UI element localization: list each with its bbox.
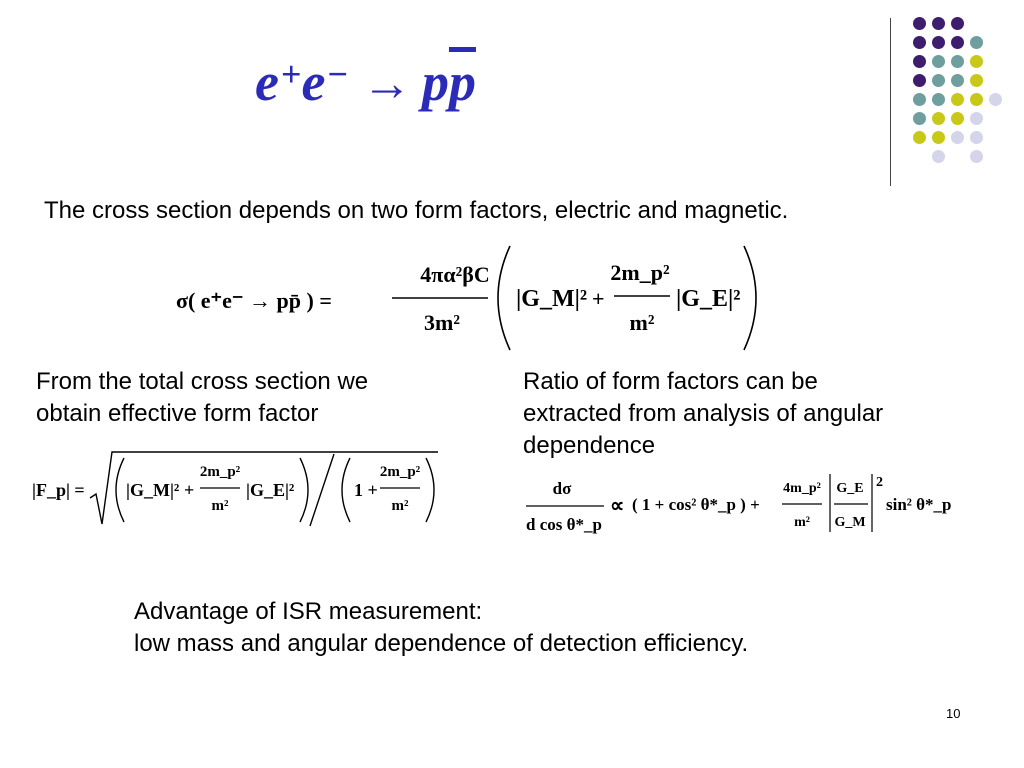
- bottom-text-line: low mass and angular dependence of detec…: [134, 630, 749, 657]
- decorative-dot: [932, 131, 945, 144]
- decorative-dot: [951, 112, 964, 125]
- sigma-denominator: 3m²: [424, 310, 460, 335]
- slide-title-formula: e+e−→pp: [255, 52, 476, 112]
- decorative-dot-grid: [0, 0, 1024, 200]
- fp-ge-term: |G_E|²: [246, 480, 294, 500]
- decorative-dot: [932, 55, 945, 68]
- decorative-dot: [932, 112, 945, 125]
- decorative-dot: [970, 150, 983, 163]
- angular-coef-denominator: m²: [794, 515, 810, 530]
- angular-formula: dσ d cos θ*_p ∝ ( 1 + cos² θ*_p ) + 4m_p…: [526, 474, 951, 534]
- angular-ratio-numerator: G_E: [836, 481, 863, 496]
- decorative-dot: [951, 17, 964, 30]
- angular-term1: ( 1 + cos² θ*_p ) +: [632, 495, 760, 514]
- fp-denom-coef-numerator: 2m_p²: [380, 464, 421, 480]
- decorative-dot: [932, 17, 945, 30]
- cross-section-formula: σ( e⁺e⁻ → pp̄ ) = 4πα²βC 3m² |G_M|² + 2m…: [176, 245, 757, 351]
- right-text-line: Ratio of form factors can be: [523, 368, 818, 395]
- decorative-dot: [913, 112, 926, 125]
- right-text-line: extracted from analysis of angular: [523, 400, 884, 427]
- decorative-dot: [970, 55, 983, 68]
- fp-lhs: |F_p| =: [32, 480, 85, 500]
- fp-coef-numerator: 2m_p²: [200, 464, 241, 480]
- decorative-dot: [932, 150, 945, 163]
- decorative-dot: [951, 74, 964, 87]
- sigma-lhs: σ( e⁺e⁻ → pp̄ ) =: [176, 288, 332, 313]
- decorative-dot: [913, 17, 926, 30]
- cross-section-text: The cross section depends on two form fa…: [44, 197, 789, 224]
- svg-text:2: 2: [876, 475, 883, 490]
- decorative-dot: [989, 93, 1002, 106]
- sigma-numerator: 4πα²βC: [420, 262, 489, 287]
- decorative-divider: [890, 18, 891, 186]
- decorative-dot: [970, 93, 983, 106]
- decorative-dot: [913, 131, 926, 144]
- decorative-dot: [913, 93, 926, 106]
- decorative-dot: [970, 112, 983, 125]
- bottom-text-line: Advantage of ISR measurement:: [134, 598, 483, 625]
- angular-ratio-denominator: G_M: [834, 515, 865, 530]
- decorative-dot: [913, 36, 926, 49]
- left-text-line: From the total cross section we: [36, 368, 369, 395]
- fp-coef-denominator: m²: [212, 498, 229, 514]
- right-text-block: Ratio of form factors can be extracted f…: [523, 366, 883, 462]
- decorative-dot: [951, 93, 964, 106]
- form-factor-formula: |F_p| = |G_M|² + 2m_p² m² |G_E|² 1 + 2m_…: [32, 451, 438, 527]
- decorative-dot: [970, 131, 983, 144]
- sigma-plus: +: [592, 286, 605, 311]
- sigma-coef-numerator: 2m_p²: [610, 260, 670, 285]
- fp-denom-one: 1 +: [354, 480, 378, 500]
- angular-coef-numerator: 4m_p²: [783, 481, 821, 496]
- angular-proportional: ∝: [610, 495, 624, 517]
- angular-lhs-numerator: dσ: [553, 479, 572, 498]
- angular-lhs-denominator: d cos θ*_p: [526, 515, 602, 534]
- left-text-block: From the total cross section we obtain e…: [36, 366, 368, 430]
- fp-denom-coef-denominator: m²: [392, 498, 409, 514]
- page-number: 10: [946, 706, 961, 721]
- fp-plus: +: [184, 480, 194, 500]
- sigma-ge-term: |G_E|²: [676, 286, 740, 312]
- angular-term2: sin² θ*_p: [886, 495, 951, 514]
- decorative-dot: [951, 131, 964, 144]
- decorative-dot: [932, 36, 945, 49]
- left-text-line: obtain effective form factor: [36, 400, 319, 427]
- decorative-dot: [970, 74, 983, 87]
- decorative-dot: [913, 74, 926, 87]
- bottom-text-block: Advantage of ISR measurement: low mass a…: [134, 596, 748, 660]
- decorative-dot: [951, 55, 964, 68]
- decorative-dot: [913, 55, 926, 68]
- decorative-dot: [932, 93, 945, 106]
- right-text-line: dependence: [523, 432, 656, 459]
- sigma-coef-denominator: m²: [630, 310, 655, 335]
- decorative-dot: [970, 36, 983, 49]
- decorative-dot: [951, 36, 964, 49]
- sigma-gm-term: |G_M|²: [516, 286, 587, 312]
- fp-gm-term: |G_M|²: [126, 480, 179, 500]
- decorative-dot: [932, 74, 945, 87]
